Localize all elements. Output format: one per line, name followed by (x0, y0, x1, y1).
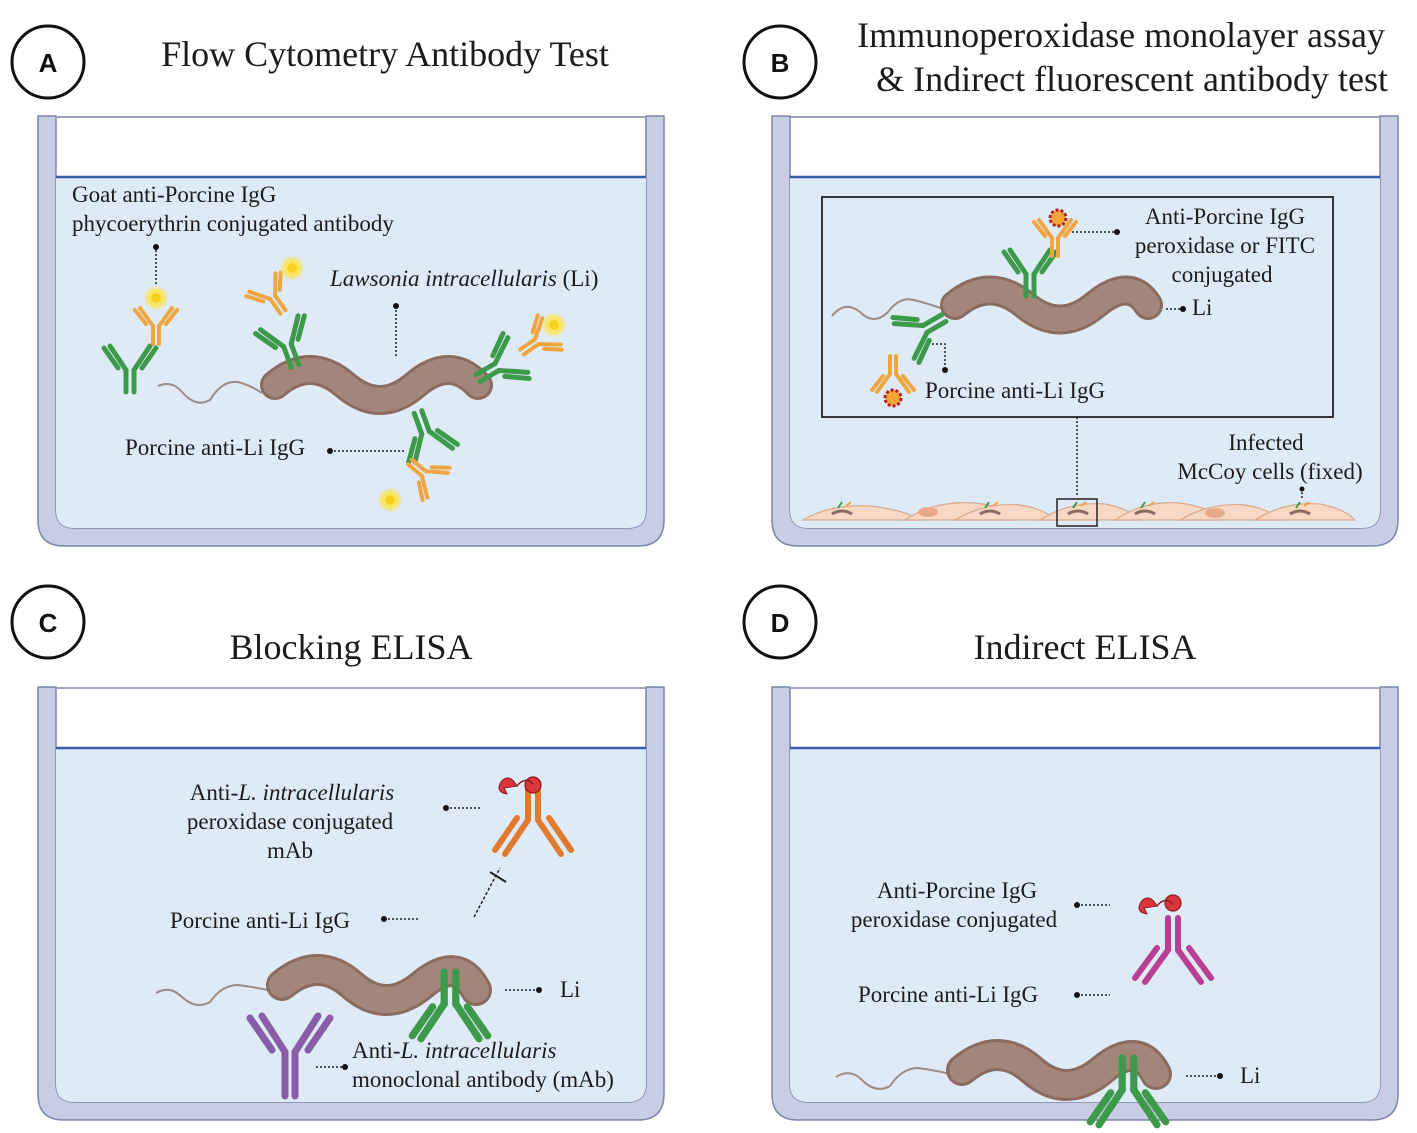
panel-b-cell-layer (800, 501, 1357, 521)
panel-b-title-1: Immunoperoxidase monolayer assay (857, 15, 1385, 55)
panel-a-pe-star-3 (541, 312, 567, 338)
panel-d-enzyme-pacman (1138, 897, 1158, 915)
panel-a-liquid (56, 177, 646, 528)
panel-b-cell-bacterium-4 (1134, 509, 1156, 516)
panel-c-li-label: Li (560, 977, 580, 1002)
panel-d-letter-circle (742, 584, 818, 660)
panel-b-li-label: Li (1192, 295, 1212, 320)
panel-c-enzyme-ball (524, 776, 542, 794)
panel-d-porcine-leader-dot (1074, 992, 1080, 998)
panel-b-porcine-leader (932, 343, 946, 366)
panel-c-mab-label-1: Anti-L. intracellularis (352, 1038, 557, 1063)
panel-c-anti-label-3: mAb (267, 838, 313, 863)
panel-b-cell-antibodies (837, 501, 1301, 509)
panel-d-porcine-label: Porcine anti-Li IgG (858, 982, 1038, 1007)
panel-c-mab-prefix: Anti- (352, 1038, 401, 1063)
panel-a-pe-star-4 (377, 487, 403, 513)
panel-b-cell-bacterium-3 (1067, 509, 1089, 516)
panel-a-title: Flow Cytometry Antibody Test (161, 34, 609, 74)
panel-b-porcine-label: Porcine anti-Li IgG (925, 378, 1105, 403)
panel-b-bacterium (943, 278, 1160, 332)
panel-d-li-leader-dot (1217, 1073, 1223, 1079)
panel-c-letter-circle (10, 584, 86, 660)
panel-a-pe-star-2 (279, 255, 305, 281)
panel-c-mab-italic: L. intracellularis (400, 1038, 557, 1063)
panel-c-anti-label-1: Anti-L. intracellularis (190, 780, 395, 805)
panel-c-anti-italic: L. intracellularis (237, 780, 394, 805)
panel-c-enzyme-link (516, 779, 534, 787)
panel-c-mab-leader-dot (342, 1064, 348, 1070)
panel-c: C Blocking ELISA (10, 584, 665, 1121)
panel-c-block-bar (489, 871, 507, 883)
panel-c-porcine-leader-dot (381, 916, 387, 922)
panel-b-cell-bacterium-2 (979, 509, 1001, 516)
panel-b-flagellum (831, 298, 947, 320)
panel-b-enzyme-left (883, 388, 903, 408)
panel-a-goat-label-2: phycoerythrin conjugated antibody (72, 211, 394, 236)
panel-b-cell-nucleus-1 (918, 507, 938, 517)
panel-b-letter: B (771, 48, 790, 78)
panel-a-letter: A (39, 48, 58, 78)
panel-d-flagellum (835, 1066, 951, 1090)
panel-b-anti-label-1: Anti-Porcine IgG (1145, 204, 1305, 229)
panel-b-cell-bacterium-1 (831, 509, 853, 516)
panel-d-liquid (790, 748, 1380, 1102)
panel-d-anti-label-2: peroxidase conjugated (851, 907, 1058, 932)
panel-a-li-name: Lawsonia intracellularis (329, 266, 557, 291)
panel-a-letter-circle (10, 24, 86, 100)
panel-c-li-leader-dot (536, 987, 542, 993)
panel-c-anti-prefix: Anti- (190, 780, 239, 805)
panel-a: A Flow Cytometry Antibody Test Goat anti… (10, 24, 665, 547)
panel-a-goat-label-1: Goat anti-Porcine IgG (72, 182, 276, 207)
panel-c-anti-label-2: peroxidase conjugated (187, 809, 394, 834)
panel-b-cell-bacterium-5 (1289, 509, 1311, 516)
panel-d-letter: D (771, 608, 790, 638)
panel-c-capture-antibody (246, 1012, 334, 1100)
panel-a-goat-leader-dot (153, 244, 159, 250)
panel-b-letter-circle (742, 24, 818, 100)
panel-b-enzyme-top (1048, 208, 1068, 228)
panel-b-porcine-leader-dot (942, 367, 948, 373)
panel-a-li-label: Lawsonia intracellularis (Li) (329, 266, 598, 291)
panel-a-li-leader-dot (393, 303, 399, 309)
panel-a-porcine-label: Porcine anti-Li IgG (125, 435, 305, 460)
panel-c-letter: C (39, 608, 58, 638)
panel-c-bacterium (269, 957, 489, 1013)
panel-a-bacterium (263, 358, 490, 412)
panel-b-liquid (790, 177, 1380, 528)
panel-b-infected-label-2: McCoy cells (fixed) (1177, 459, 1362, 484)
panel-b-zoom-source-box (1056, 498, 1098, 527)
panel-b-anti-label-2: peroxidase or FITC (1135, 233, 1315, 258)
panel-c-conjugate-antibody (492, 785, 574, 857)
panel-d: D Indirect ELISA Anti-Porcine IgG peroxi… (742, 584, 1399, 1125)
panel-b-anti-label-3: conjugated (1172, 262, 1273, 287)
panel-a-pe-star-1 (143, 285, 169, 311)
panel-b-title-2: & Indirect fluorescent antibody test (876, 59, 1388, 99)
panel-c-mab-label-2: monoclonal antibody (mAb) (352, 1067, 614, 1092)
panel-b-infected-label-1: Infected (1228, 430, 1304, 455)
panel-b: B Immunoperoxidase monolayer assay & Ind… (742, 15, 1399, 547)
panel-d-li-label: Li (1240, 1063, 1260, 1088)
panel-b-cell-nucleus-2 (1205, 508, 1225, 518)
panel-c-enzyme-pacman (498, 777, 518, 795)
panel-c-anti-leader-dot (443, 805, 449, 811)
panel-d-title: Indirect ELISA (974, 627, 1197, 667)
panel-c-title: Blocking ELISA (230, 627, 473, 667)
panel-b-anti-leader-dot (1114, 229, 1120, 235)
panel-d-anti-label-1: Anti-Porcine IgG (877, 878, 1037, 903)
panel-d-conjugate-antibody (1132, 915, 1214, 985)
panel-a-li-abbrev: (Li) (557, 266, 599, 291)
panel-b-infected-leader-dot (1299, 486, 1305, 492)
panel-b-cell-conjugates (845, 501, 1310, 507)
panel-d-enzyme-link (1156, 899, 1174, 907)
panel-c-flagellum (155, 983, 269, 1007)
panel-a-flagellum (157, 380, 263, 404)
panel-c-liquid (56, 748, 646, 1102)
panel-d-anti-leader-dot (1074, 902, 1080, 908)
panel-c-porcine-label: Porcine anti-Li IgG (170, 908, 350, 933)
panel-a-porcine-leader-dot (327, 448, 333, 454)
panel-b-li-leader-dot (1180, 306, 1186, 312)
